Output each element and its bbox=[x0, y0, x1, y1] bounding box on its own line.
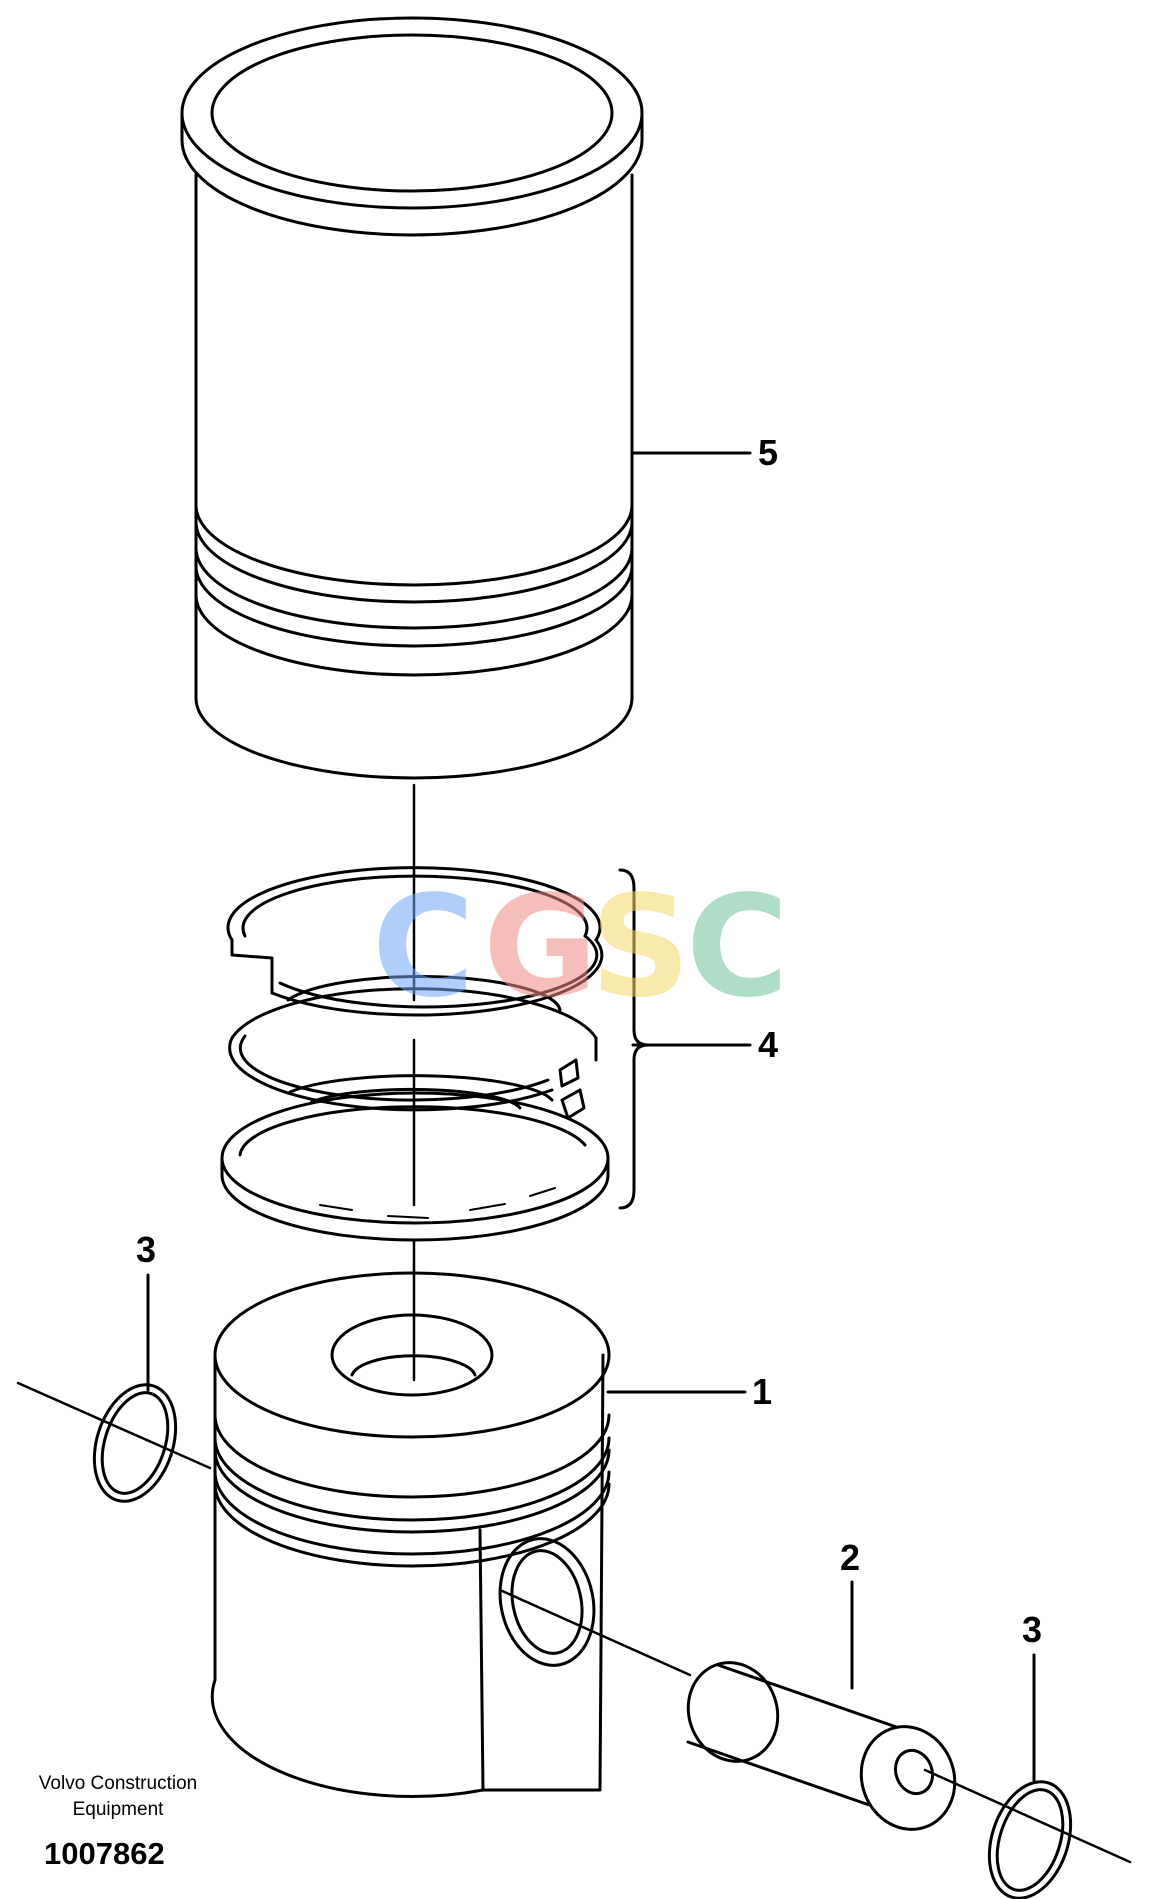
watermark-letter-3: S bbox=[590, 866, 691, 1029]
assembly-axis-lines bbox=[16, 783, 1132, 1864]
callout-2: 2 bbox=[840, 1537, 861, 1578]
cylinder-liner bbox=[180, 16, 644, 780]
ring-set-bracket bbox=[618, 868, 650, 1210]
callout-1: 1 bbox=[752, 1371, 773, 1412]
brand-name-line2: Equipment bbox=[72, 1799, 164, 1820]
callout-3-left: 3 bbox=[136, 1229, 157, 1270]
watermark-letter-4: C bbox=[686, 866, 789, 1029]
leader-lines bbox=[146, 451, 1036, 1782]
circlip-left bbox=[92, 1383, 178, 1503]
piston-pin bbox=[686, 1661, 957, 1831]
circlip-right bbox=[987, 1780, 1073, 1899]
drawing-number: 1007862 bbox=[44, 1836, 165, 1871]
watermark-letter-2: G bbox=[483, 866, 598, 1029]
watermark-logo: C G S C bbox=[372, 866, 789, 1029]
piston bbox=[210, 1271, 611, 1798]
watermark-letter-1: C bbox=[372, 866, 475, 1029]
brand-name: Volvo Construction bbox=[38, 1773, 198, 1794]
callout-4: 4 bbox=[758, 1024, 779, 1065]
callout-5: 5 bbox=[758, 432, 779, 473]
callout-3-right: 3 bbox=[1022, 1609, 1043, 1650]
